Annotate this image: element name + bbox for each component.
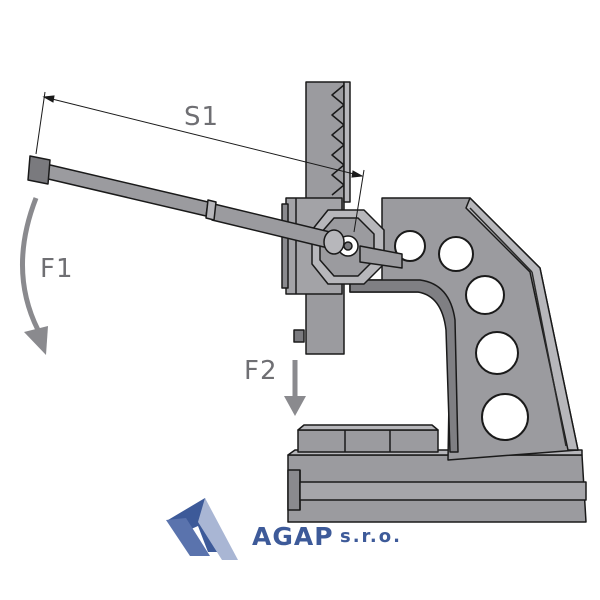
arrow-f1	[20, 197, 48, 355]
label-f1: F1	[40, 254, 74, 284]
press-base	[287, 449, 587, 523]
press-anvil	[297, 424, 439, 453]
logo-text: AGAP	[252, 522, 334, 551]
label-f2: F2	[244, 356, 278, 386]
arrow-f2	[284, 360, 306, 416]
logo-suffix: s.r.o.	[340, 526, 402, 547]
label-s1: S1	[184, 102, 220, 132]
agap-logo-mark	[166, 498, 238, 560]
press-frame	[349, 197, 579, 461]
lever-handle	[27, 155, 403, 269]
dimension-s1	[35, 91, 365, 233]
